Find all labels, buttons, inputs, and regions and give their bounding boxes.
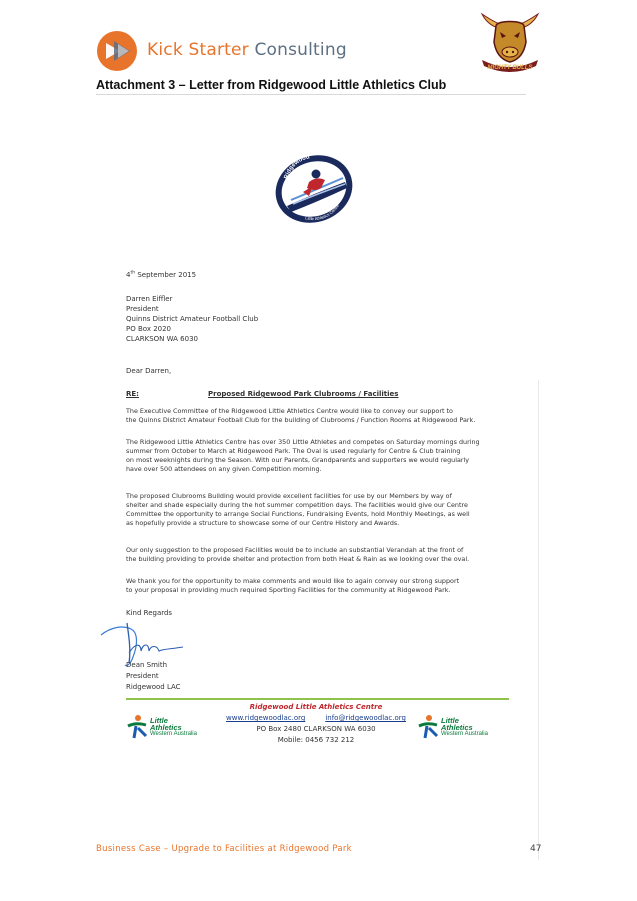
attachment-title: Attachment 3 – Letter from Ridgewood Lit…: [96, 78, 447, 92]
little-athletics-logo: Little Athletics Western Australia: [126, 714, 216, 746]
letter-paragraph: The proposed Clubrooms Building would pr…: [126, 492, 470, 528]
little-athletics-figure-icon: [418, 715, 439, 739]
little-athletics-wordmark: Little Athletics Western Australia: [441, 716, 488, 737]
letter-paragraph: The Executive Committee of the Ridgewood…: [126, 407, 476, 425]
ridgewood-lac-logo-icon: Ridgewood Little Athletics Centre: [275, 154, 353, 223]
brand-consulting: Consulting: [254, 40, 347, 60]
letter-date: 4th September 2015: [126, 270, 197, 279]
brand-name: Kick Starter Consulting: [147, 40, 347, 60]
recipient-line: PO Box 2020: [126, 325, 172, 333]
re-label: RE:: [126, 390, 139, 398]
recipient-line: Darren Eiffler: [126, 295, 173, 303]
brand-kick: Kick Starter: [147, 40, 249, 60]
letter-footer-rule: [126, 698, 509, 700]
little-athletics-logo: Little Athletics Western Australia: [417, 714, 507, 746]
letter: Ridgewood Little Athletics Centre 4th Se…: [95, 100, 539, 860]
re-subject: Proposed Ridgewood Park Clubrooms / Faci…: [208, 390, 399, 398]
recipient-line: CLARKSON WA 6030: [126, 335, 198, 343]
signatory-line: President: [126, 672, 159, 680]
handwritten-signature-icon: [100, 622, 184, 667]
footer-org-name: Ridgewood Little Athletics Centre: [249, 703, 383, 711]
kick-starter-logo-icon: [97, 31, 137, 71]
closing: Kind Regards: [126, 609, 173, 617]
letter-paragraph: Our only suggestion to the proposed Faci…: [126, 546, 470, 564]
letter-edge: [538, 380, 539, 860]
website-link[interactable]: www.ridgewoodlac.org: [226, 714, 306, 722]
recipient-line: President: [126, 305, 159, 313]
footer-mobile: Mobile: 0456 732 212: [277, 736, 355, 744]
letter-paragraph: We thank you for the opportunity to make…: [126, 577, 460, 595]
letter-paragraph: The Ridgewood Little Athletics Centre ha…: [126, 438, 480, 474]
page-number: 47: [530, 844, 542, 854]
mighty-bulls-logo-icon: MIGHTY BULLS: [480, 12, 540, 72]
little-athletics-wordmark: Little Athletics Western Australia: [150, 716, 197, 737]
little-athletics-figure-icon: [127, 715, 148, 739]
email-link[interactable]: info@ridgewoodlac.org: [325, 714, 406, 722]
footer-contact-line: www.ridgewoodlac.org info@ridgewoodlac.or…: [95, 714, 537, 722]
svg-text:MIGHTY BULLS: MIGHTY BULLS: [488, 65, 533, 71]
signatory-line: Dean Smith: [126, 661, 168, 669]
recipient-line: Quinns District Amateur Football Club: [126, 315, 259, 323]
salutation: Dear Darren,: [126, 367, 172, 375]
footer-address: PO Box 2480 CLARKSON WA 6030: [256, 725, 376, 733]
header-rule: [96, 94, 526, 95]
signatory-line: Ridgewood LAC: [126, 683, 181, 691]
page-footer-text: Business Case – Upgrade to Facilities at…: [96, 844, 352, 854]
